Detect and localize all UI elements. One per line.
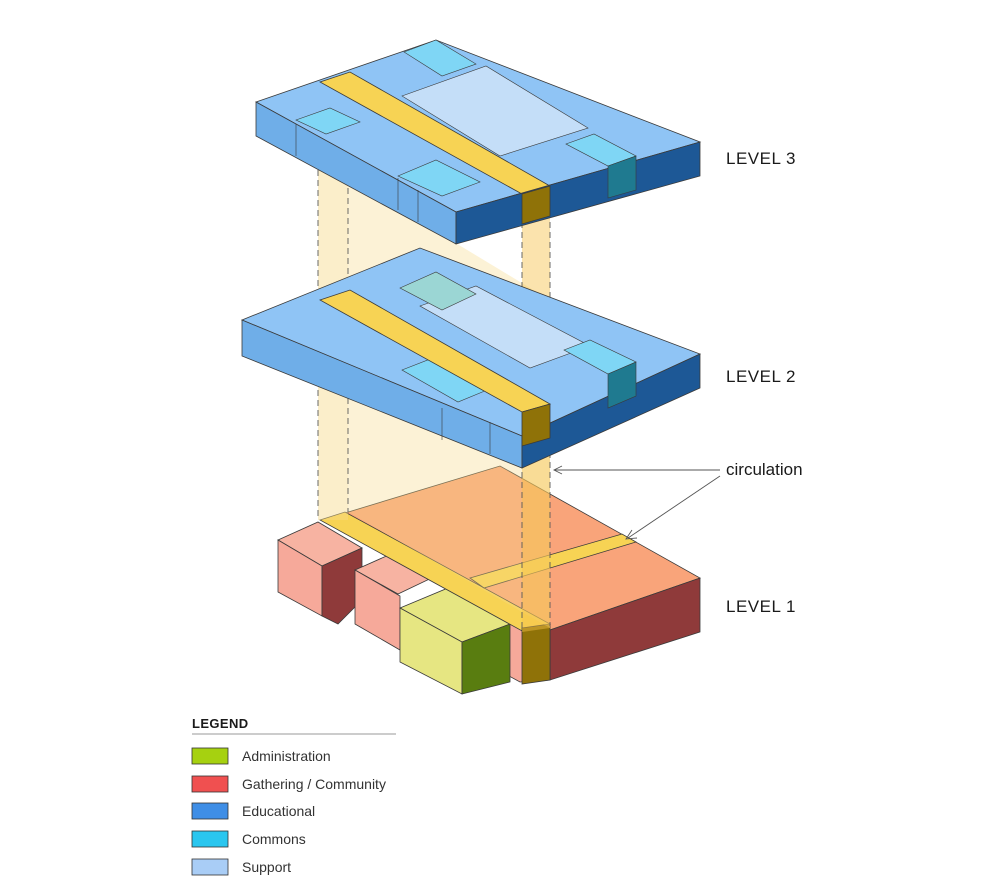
- level-1-label: LEVEL 1: [726, 597, 796, 616]
- legend-swatch-administration: [191, 747, 229, 765]
- arrowhead-upper-icon: [552, 465, 563, 475]
- administration-side: [461, 623, 511, 695]
- level-2-front-right: [521, 353, 701, 469]
- level-3-commons-face: [607, 155, 637, 199]
- callout-leader-lower: [627, 475, 721, 539]
- circulation-core-l3: [521, 185, 551, 225]
- level-2-slab: [240, 247, 702, 469]
- legend-label-educational: Educational: [242, 803, 315, 819]
- legend-label-administration: Administration: [242, 748, 331, 764]
- legend-swatch-support: [191, 858, 229, 876]
- legend: LEGEND Administration Gathering / Commun…: [191, 716, 396, 876]
- level-1-massing: [277, 465, 701, 695]
- level-3-support: [401, 65, 589, 157]
- level-3-label: LEVEL 3: [726, 149, 796, 168]
- legend-label-gathering: Gathering / Community: [242, 776, 386, 792]
- circulation-callout: circulation: [552, 460, 803, 540]
- level-2-label: LEVEL 2: [726, 367, 796, 386]
- circulation-core-l2: [521, 403, 551, 447]
- level-2-commons-face: [607, 361, 637, 409]
- legend-swatch-educational: [191, 802, 229, 820]
- legend-label-support: Support: [242, 859, 291, 875]
- gathering-block-left-side: [321, 547, 363, 625]
- legend-swatch-gathering: [191, 775, 229, 793]
- level-2-commons-upper: [399, 271, 477, 311]
- legend-label-commons: Commons: [242, 831, 306, 847]
- level-3-commons-top: [403, 39, 477, 77]
- level-3-commons-mid: [397, 159, 481, 197]
- legend-title: LEGEND: [192, 716, 249, 731]
- circulation-band-l1-cross: [469, 533, 638, 589]
- arrowhead-lower-icon: [625, 529, 638, 540]
- circulation-core-l1: [521, 623, 551, 685]
- level-3-commons-left: [295, 107, 361, 135]
- legend-swatch-commons: [191, 830, 229, 848]
- level-3-slab: [255, 39, 702, 245]
- circulation-label: circulation: [726, 460, 803, 479]
